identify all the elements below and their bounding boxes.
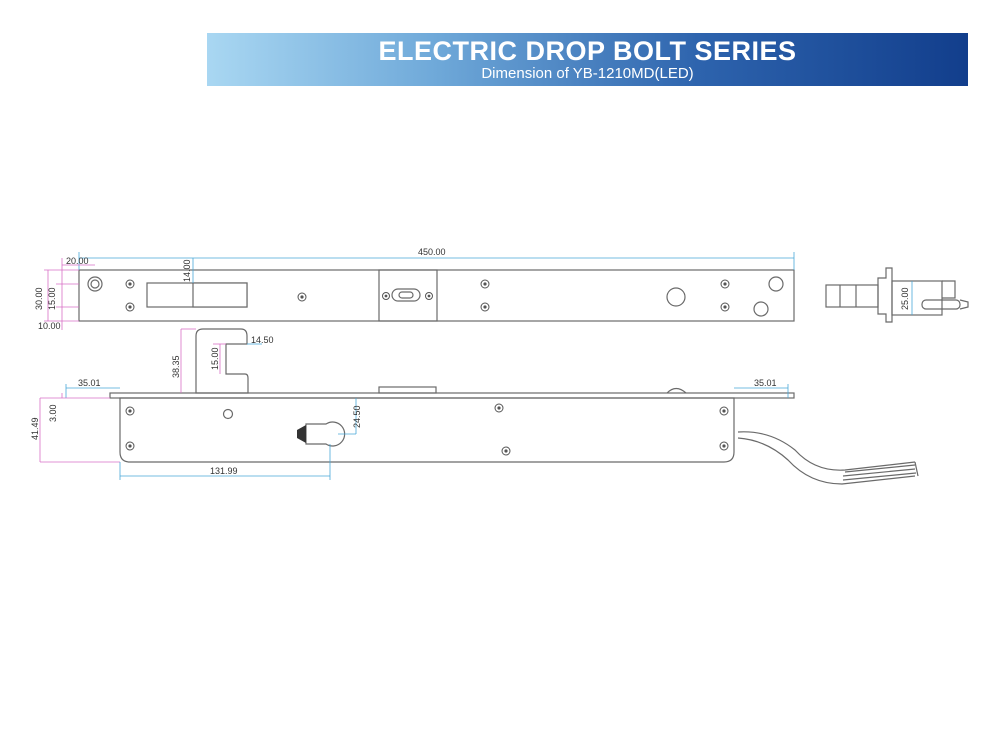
center-block — [378, 269, 438, 322]
mounting-hole-left-inner — [90, 279, 100, 289]
page-title: ELECTRIC DROP BOLT SERIES — [378, 36, 797, 66]
bolt-slot-inner — [398, 291, 414, 299]
dim-latch-height: 38.35 — [171, 355, 181, 378]
side-bolt-body — [825, 284, 879, 308]
case-screws — [125, 403, 729, 456]
page-subtitle: Dimension of YB-1210MD(LED) — [481, 65, 694, 82]
top-view-dimensions: 450.00 20.00 30.00 15.00 10.00 14.00 — [34, 247, 795, 331]
cylinder-cam — [297, 425, 306, 443]
dim-latch-inner: 15.00 — [210, 347, 220, 370]
dim-edge-10: 10.00 — [38, 321, 61, 331]
cable-upper — [737, 431, 916, 471]
cable-wires — [842, 464, 917, 481]
side-flange — [877, 267, 893, 323]
led-hole — [666, 287, 686, 307]
side-view: 25.00 — [825, 267, 969, 323]
cylinder-hole — [305, 421, 346, 447]
dim-right-offset: 35.01 — [754, 378, 777, 388]
mounting-hole-right — [768, 276, 784, 292]
dim-side-25: 25.00 — [900, 287, 910, 310]
side-connector — [942, 280, 956, 299]
dim-width-30: 30.00 — [34, 287, 44, 310]
lock-case-front-view — [109, 328, 919, 485]
case-body — [119, 397, 735, 463]
title-banner: ELECTRIC DROP BOLT SERIES Dimension of Y… — [207, 33, 968, 86]
faceplate-screws — [125, 279, 730, 312]
side-latch-tip — [959, 299, 969, 310]
dim-slot-14: 14.00 — [182, 259, 192, 282]
front-view-dimensions: 38.35 15.00 14.50 35.01 35.01 41.49 3.00… — [30, 328, 789, 480]
latch-hook — [195, 328, 249, 394]
dim-width-15: 15.00 — [47, 287, 57, 310]
dim-cylinder: 24.50 — [352, 405, 362, 428]
dim-plate-3: 3.00 — [48, 404, 58, 422]
bolt-head — [192, 282, 248, 308]
cable-lower — [737, 437, 916, 485]
plate-bump — [666, 387, 687, 394]
top-plate — [109, 392, 795, 399]
dim-total-length: 450.00 — [418, 247, 446, 257]
case-hole — [222, 408, 234, 420]
bolt-slot — [391, 288, 421, 302]
dim-case-length: 131.99 — [210, 466, 238, 476]
mounting-hole-left — [87, 276, 103, 292]
dim-case-height: 41.49 — [30, 417, 40, 440]
faceplate-top-view — [78, 269, 795, 322]
mounting-hole-right-lower — [753, 301, 769, 317]
dim-latch-width: 14.50 — [251, 335, 274, 345]
dim-left-offset: 35.01 — [78, 378, 101, 388]
plate-center-tab — [378, 386, 437, 394]
side-latch — [921, 299, 961, 310]
dim-hole-offset: 20.00 — [66, 256, 89, 266]
